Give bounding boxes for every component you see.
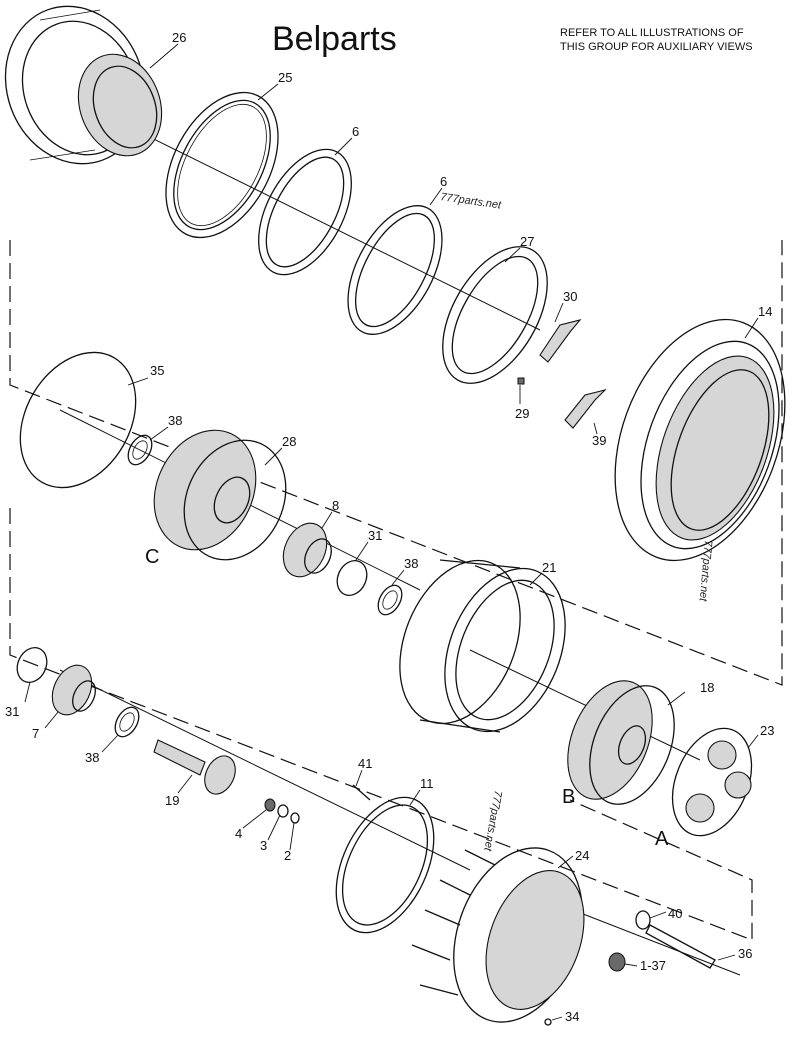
part-23-planet-plate bbox=[671, 727, 753, 837]
axis-lower bbox=[59, 669, 471, 871]
part-35-o-ring bbox=[19, 351, 137, 489]
part-24-hub bbox=[411, 847, 585, 1023]
label-1-37: 1-37 bbox=[640, 958, 666, 973]
group-outline-upper bbox=[9, 240, 783, 686]
label-14: 14 bbox=[758, 304, 772, 319]
label-40: 40 bbox=[668, 906, 682, 921]
label-38-b: 38 bbox=[404, 556, 418, 571]
label-3: 3 bbox=[260, 838, 267, 853]
part-36-bolt bbox=[645, 924, 716, 969]
label-31-a: 31 bbox=[368, 528, 382, 543]
label-2: 2 bbox=[284, 848, 291, 863]
view-letter-a: A bbox=[655, 828, 669, 850]
part-40-washer bbox=[635, 910, 651, 930]
view-letter-c: C bbox=[145, 546, 159, 568]
label-26: 26 bbox=[172, 30, 186, 45]
label-8: 8 bbox=[332, 498, 339, 513]
part-31-snap-ring-1 bbox=[336, 559, 368, 597]
group-outline-lower bbox=[9, 508, 753, 941]
label-24: 24 bbox=[575, 848, 589, 863]
part-6-seal-2 bbox=[347, 205, 443, 335]
part-26-housing bbox=[4, 5, 163, 165]
label-38-c: 38 bbox=[85, 750, 99, 765]
view-letter-b: B bbox=[562, 786, 575, 808]
label-30: 30 bbox=[563, 289, 577, 304]
part-18-carrier bbox=[567, 680, 675, 805]
label-25: 25 bbox=[278, 70, 292, 85]
part-38-washer-1 bbox=[127, 434, 153, 466]
label-28: 28 bbox=[282, 434, 296, 449]
part-30-clip bbox=[539, 319, 582, 363]
label-38-a: 38 bbox=[168, 413, 182, 428]
part-39-clip bbox=[564, 388, 607, 429]
part-labels: 26 25 6 6 27 30 14 35 38 28 8 31 38 29 3… bbox=[5, 30, 774, 1024]
label-29: 29 bbox=[515, 406, 529, 421]
part-25-ring bbox=[165, 91, 279, 239]
part-2-washer bbox=[290, 812, 300, 824]
label-19: 19 bbox=[165, 793, 179, 808]
part-8-gear bbox=[282, 522, 332, 578]
label-41: 41 bbox=[358, 756, 372, 771]
brand-title: Belparts bbox=[272, 20, 397, 58]
axis-upper bbox=[94, 109, 541, 331]
reference-note-line-1: REFER TO ALL ILLUSTRATIONS OF bbox=[560, 27, 744, 39]
label-6-b: 6 bbox=[440, 174, 447, 189]
part-4-nut bbox=[264, 798, 276, 812]
label-7: 7 bbox=[32, 726, 39, 741]
label-4: 4 bbox=[235, 826, 242, 841]
reference-note-line-2: THIS GROUP FOR AUXILIARY VIEWS bbox=[560, 41, 753, 53]
label-18: 18 bbox=[700, 680, 714, 695]
part-3-washer bbox=[277, 804, 289, 818]
label-6-a: 6 bbox=[352, 124, 359, 139]
watermark-1: 777parts.net bbox=[440, 191, 503, 212]
label-21: 21 bbox=[542, 560, 556, 575]
part-41-bolt bbox=[352, 784, 371, 801]
part-6-seal-1 bbox=[258, 148, 352, 276]
part-14-ring-gear-housing bbox=[614, 318, 786, 562]
part-34-screw bbox=[544, 1018, 552, 1026]
label-36: 36 bbox=[738, 946, 752, 961]
part-28-planet-carrier bbox=[153, 429, 287, 561]
part-11-gear-ring bbox=[335, 796, 435, 934]
leader-lines bbox=[24, 43, 759, 1021]
part-19-shaft bbox=[153, 739, 236, 795]
label-39: 39 bbox=[592, 433, 606, 448]
part-38-washer-3 bbox=[114, 706, 140, 738]
label-11: 11 bbox=[420, 776, 434, 791]
part-38-washer-2 bbox=[377, 584, 403, 616]
part-29-pin bbox=[517, 377, 525, 385]
part-7-gear bbox=[51, 664, 96, 716]
part-31-snap-ring-2 bbox=[16, 646, 48, 684]
axis-lower-right bbox=[559, 904, 741, 976]
label-34: 34 bbox=[565, 1009, 579, 1024]
label-23: 23 bbox=[760, 723, 774, 738]
label-35: 35 bbox=[150, 363, 164, 378]
label-31-b: 31 bbox=[5, 704, 19, 719]
part-27-bolt-ring bbox=[442, 246, 548, 384]
label-27: 27 bbox=[520, 234, 534, 249]
part-1-37-plug bbox=[608, 952, 626, 972]
watermark-2: 777parts.net bbox=[697, 540, 714, 603]
